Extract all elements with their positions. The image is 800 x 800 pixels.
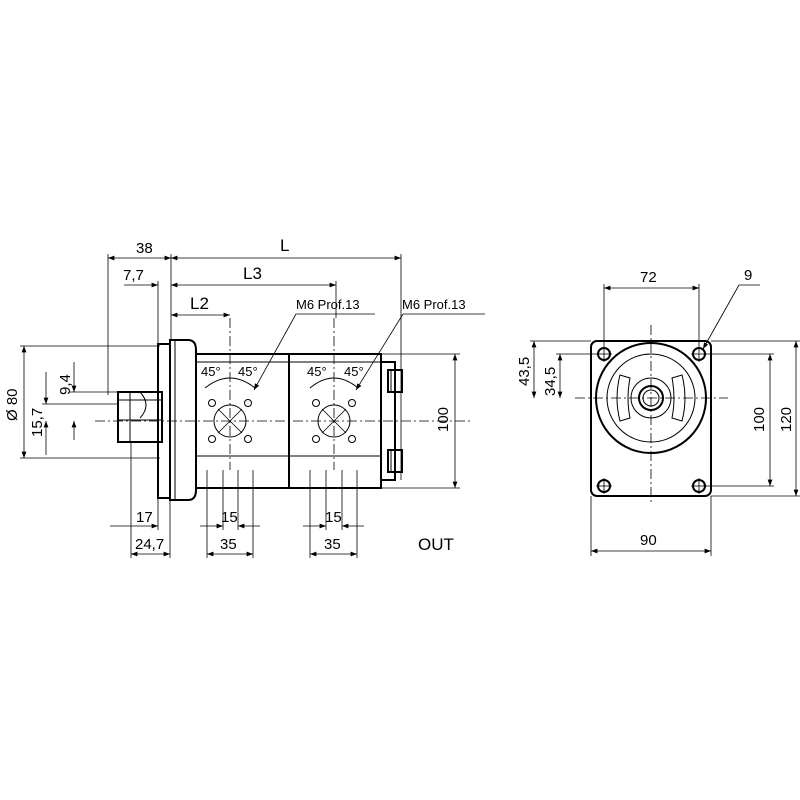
dim-L2-label: L2 <box>190 294 209 313</box>
note-thread-2-label: M6 Prof.13 <box>402 297 466 312</box>
dim-9: 9 <box>702 267 760 350</box>
dim-90: 90 <box>590 496 712 556</box>
dim-34-5-label: 34,5 <box>542 367 559 396</box>
dim-90-label: 90 <box>640 532 657 549</box>
dim-100-side-label: 100 <box>435 407 452 432</box>
dim-17: 17 <box>110 509 158 529</box>
dim-43-5: 43,5 <box>516 340 591 398</box>
note-thread-1: M6 Prof.13 <box>253 297 375 391</box>
dim-15-7-label: 15,7 <box>29 408 46 437</box>
angle-label-3: 45° <box>307 364 327 379</box>
dim-dia-80: Ø 80 <box>4 345 160 459</box>
dim-38: 38 <box>107 240 172 395</box>
dim-100-side: 100 <box>380 353 460 489</box>
dim-9-4-label: 9,4 <box>57 374 74 395</box>
dim-15-first: 15 <box>200 509 260 529</box>
dim-L-label: L <box>280 236 289 255</box>
dim-24-7: 24,7 <box>131 536 170 557</box>
mounting-flange <box>157 339 197 501</box>
angle-label-2: 45° <box>238 364 258 379</box>
dim-L: L <box>171 236 402 480</box>
dim-35-first-label: 35 <box>220 536 237 553</box>
dim-43-5-label: 43,5 <box>516 357 533 386</box>
front-hub <box>630 377 672 419</box>
dim-72: 72 <box>603 269 700 346</box>
dim-100-front: 100 <box>705 353 774 487</box>
dim-34-5: 34,5 <box>542 353 598 398</box>
angle-label-4: 45° <box>344 364 364 379</box>
side-view: L 38 7,7 L3 L2 M6 P <box>4 236 485 558</box>
dim-9-label: 9 <box>744 267 752 284</box>
dim-35-first: 35 <box>207 536 253 557</box>
front-view: 72 9 43,5 34,5 100 <box>516 267 800 556</box>
front-shaft-end <box>642 389 660 407</box>
dim-120-label: 120 <box>778 407 795 432</box>
dim-dia-80-label: Ø 80 <box>4 388 21 421</box>
dim-35-second: 35 <box>310 536 357 557</box>
front-body-circle <box>595 342 707 454</box>
dim-15-7: 15,7 <box>29 372 118 455</box>
dim-35-second-label: 35 <box>324 536 341 553</box>
dim-100-front-label: 100 <box>751 407 768 432</box>
dim-9-4: 9,4 <box>57 362 118 440</box>
dim-7-7: 7,7 <box>123 267 159 344</box>
dim-24-7-label: 24,7 <box>135 536 164 553</box>
out-port-label: OUT <box>418 535 454 554</box>
rear-cover <box>380 361 403 481</box>
dim-15-second: 15 <box>303 509 364 529</box>
pump-body-1 <box>195 318 290 489</box>
drive-shaft <box>117 391 163 443</box>
dim-17-label: 17 <box>136 509 153 526</box>
pump-body-2 <box>288 318 382 489</box>
dim-L2: L2 <box>171 294 230 318</box>
dim-7-7-label: 7,7 <box>123 267 144 284</box>
note-thread-2: M6 Prof.13 <box>355 297 485 391</box>
angle-label-1: 45° <box>201 364 221 379</box>
dim-15-second-label: 15 <box>325 509 342 526</box>
dim-L3-label: L3 <box>243 264 262 283</box>
note-thread-1-label: M6 Prof.13 <box>296 297 360 312</box>
dim-L3: L3 <box>171 264 337 318</box>
dim-38-label: 38 <box>136 240 153 257</box>
dim-120: 120 <box>711 340 800 497</box>
dim-15-first-label: 15 <box>221 509 238 526</box>
dim-72-label: 72 <box>640 269 657 286</box>
